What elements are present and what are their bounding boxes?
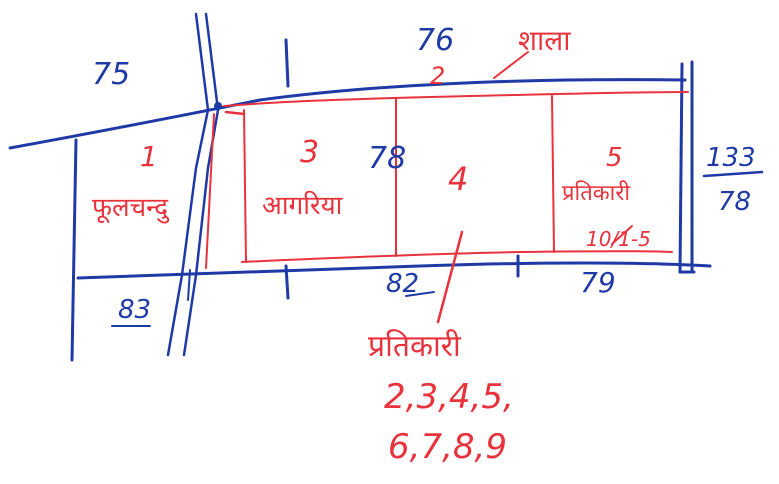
- plot-3-name: आगरिया: [262, 190, 344, 221]
- plot-bottom-line: [241, 250, 673, 263]
- plot-bottom-boundary: [76, 261, 712, 280]
- plot-divider-3-left: [243, 109, 247, 263]
- tick-bottom-1: [284, 264, 290, 300]
- shala-pointer-line: [493, 51, 529, 79]
- plot-top-line: [223, 91, 689, 107]
- right-boundary-a: [678, 62, 684, 274]
- divider-bottom-left: [187, 269, 191, 301]
- road-junction-dot: [214, 102, 222, 110]
- plot-5-number: 5: [606, 143, 623, 173]
- plot-1-number: 1: [140, 140, 158, 173]
- pratikari-pointer-line: [436, 230, 464, 324]
- plot5-fraction-bar: [611, 225, 633, 245]
- pratikari-list-line2: 6,7,8,9: [388, 427, 507, 467]
- road-line-right: [182, 12, 220, 357]
- neighbor-83: 83: [118, 295, 151, 325]
- plot-3-number: 3: [300, 135, 319, 170]
- neighbor-76: 76: [416, 23, 454, 58]
- left-boundary: [70, 138, 78, 362]
- neighbor-82-underline: [405, 291, 435, 297]
- plot-5-fraction: 10/1-5: [586, 227, 651, 251]
- road-line-left: [166, 12, 210, 357]
- neighbor-75: 75: [92, 57, 130, 92]
- neighbor-78-right: 78: [718, 187, 751, 217]
- shala-number: 2: [430, 62, 445, 90]
- red-left-tick: [224, 110, 246, 116]
- plot-1-name: फूलचन्दु: [92, 193, 169, 224]
- plot-5-name: प्रतिकारी: [562, 180, 630, 206]
- pratikari-list-line1: 2,3,4,5,: [384, 377, 514, 417]
- neighbor-79: 79: [580, 266, 616, 299]
- neighbor-78: 78: [368, 141, 406, 176]
- neighbor-133: 133: [706, 143, 756, 173]
- plot-divider-4-5: [551, 95, 555, 253]
- fraction-bar-133-78: [702, 170, 764, 178]
- plot-divider-2-3: [205, 113, 215, 269]
- road-top-boundary: [8, 78, 687, 150]
- plot-4-number: 4: [448, 160, 468, 198]
- tick-top-1: [284, 38, 290, 88]
- shala-label: शाला: [518, 24, 571, 57]
- pratikari-label: प्रतिकारी: [368, 329, 462, 364]
